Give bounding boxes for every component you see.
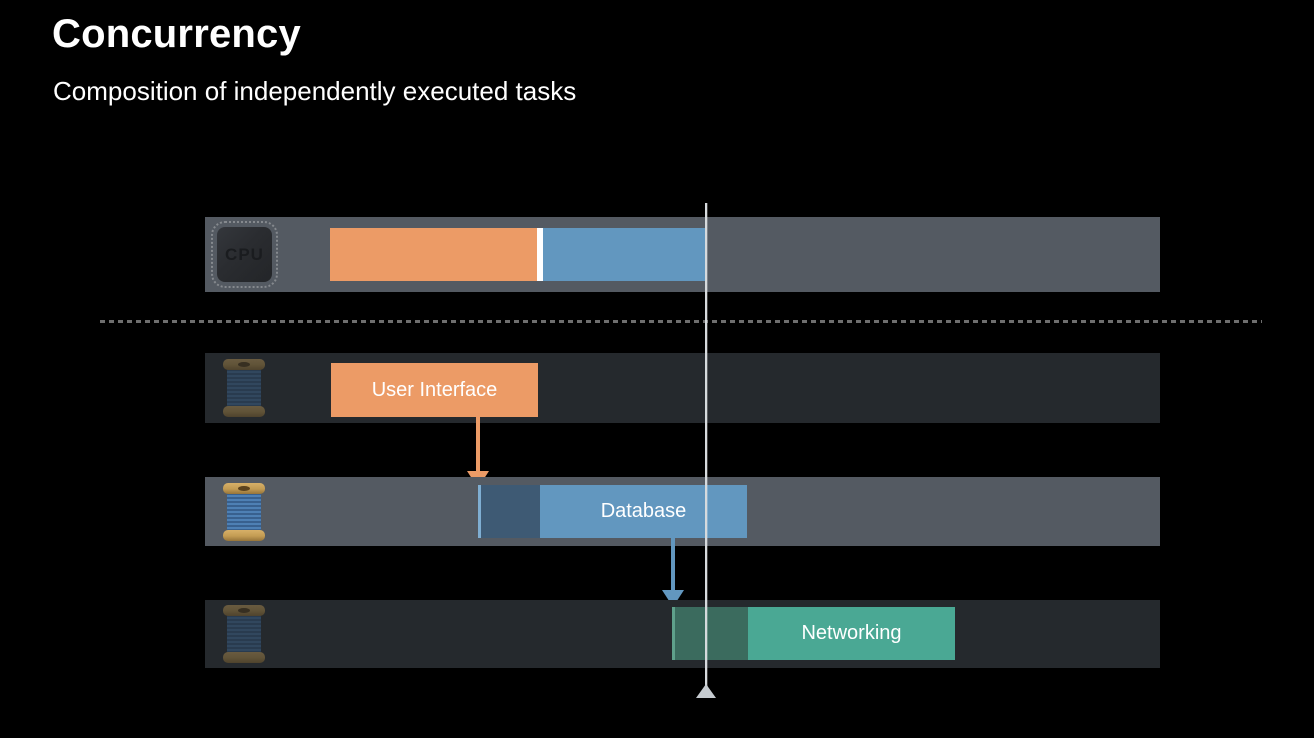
arrow-line <box>476 417 480 473</box>
task-bar-networking-lead-segment <box>672 607 748 660</box>
spool-cap-bottom <box>223 529 265 541</box>
spool-cap-top <box>223 482 265 494</box>
task-bar-database-lead-segment <box>478 485 540 538</box>
task-bar-label: User Interface <box>371 378 498 401</box>
task-bar-database: Database <box>540 485 747 538</box>
cpu-chip-icon: CPU <box>211 221 278 288</box>
page-title: Concurrency <box>52 12 301 56</box>
spool-thread-body <box>227 367 261 409</box>
cpu-segment-database <box>543 228 706 281</box>
thread-row-user-interface: User Interface <box>205 353 1160 423</box>
task-bar-label: Database <box>600 500 687 522</box>
task-bar-networking: Networking <box>748 607 955 660</box>
arrow-line <box>671 538 675 592</box>
thread-spool-icon <box>223 482 265 541</box>
cpu-row: CPU <box>205 217 1160 292</box>
spool-thread-body <box>227 490 261 533</box>
cpu-segment-gap <box>537 228 543 281</box>
thread-row-networking: Networking <box>205 600 1160 668</box>
page-subtitle: Composition of independently executed ta… <box>53 76 577 106</box>
spool-cap-top <box>223 605 265 616</box>
spool-thread-body <box>227 613 261 655</box>
playhead-line <box>705 203 707 687</box>
thread-row-database: Database <box>205 477 1160 546</box>
spool-cap-top <box>223 359 265 370</box>
thread-spool-icon <box>223 605 265 663</box>
dotted-separator-line <box>100 320 1262 323</box>
playhead-triangle-icon <box>696 684 716 698</box>
task-bar-user-interface: User Interface <box>331 363 538 417</box>
cpu-segment-user-interface <box>330 228 537 281</box>
spool-cap-bottom <box>223 406 265 417</box>
task-bar-label: Networking <box>801 622 902 644</box>
spool-cap-bottom <box>223 652 265 663</box>
cpu-chip-label: CPU <box>225 244 264 264</box>
thread-spool-icon <box>223 359 265 417</box>
